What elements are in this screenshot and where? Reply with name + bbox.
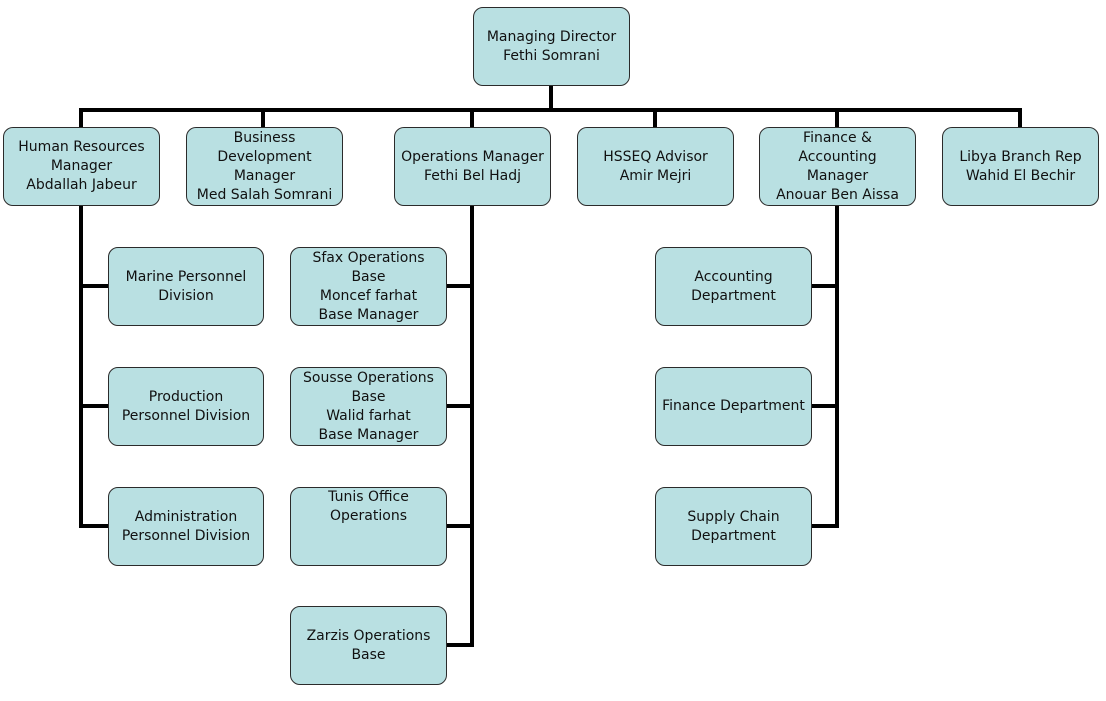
- node-libya-branch-rep: Libya Branch Rep Wahid El Bechir: [942, 127, 1099, 206]
- node-accounting-department: Accounting Department: [655, 247, 812, 326]
- sfax-line-3: Moncef farhat: [319, 287, 418, 304]
- marine-line-1: Marine Personnel: [125, 268, 247, 285]
- finance-dept-line-1: Finance Department: [662, 398, 805, 414]
- node-sousse-operations-base: Sousse Operations Base Walid farhat Base…: [290, 367, 447, 446]
- bd-line-2: Development: [217, 148, 312, 165]
- node-human-resources-manager: Human Resources Manager Abdallah Jabeur: [3, 127, 160, 206]
- tunis-line-1: Tunis Office: [328, 489, 409, 505]
- libya-line-2: Wahid El Bechir: [965, 167, 1076, 184]
- sfax-line-1: Sfax Operations: [312, 249, 425, 266]
- node-production-personnel-division: Production Personnel Division: [108, 367, 264, 446]
- ops-line-2: Fethi Bel Hadj: [423, 167, 522, 184]
- admin-line-1: Administration: [134, 508, 238, 525]
- supply-line-2: Department: [691, 527, 776, 544]
- fin-line-1: Finance &: [803, 129, 872, 146]
- libya-line-1: Libya Branch Rep: [959, 148, 1082, 165]
- zarzis-line-2: Base: [351, 646, 386, 663]
- node-finance-accounting-manager: Finance & Accounting Manager Anouar Ben …: [759, 127, 916, 206]
- bd-line-1: Business: [233, 129, 296, 146]
- hr-line-2: Manager: [50, 158, 113, 174]
- sousse-line-3: Walid farhat: [326, 407, 411, 424]
- node-zarzis-operations-base: Zarzis Operations Base: [290, 606, 447, 685]
- node-managing-director: Managing Director Fethi Somrani: [473, 7, 630, 86]
- md-person: Fethi Somrani: [503, 47, 600, 64]
- fin-line-4: Anouar Ben Aissa: [776, 186, 899, 203]
- sousse-line-4: Base Manager: [318, 426, 419, 443]
- node-finance-department: Finance Department: [655, 367, 812, 446]
- bd-line-4: Med Salah Somrani: [196, 186, 333, 203]
- ops-line-1: Operations Manager: [401, 148, 544, 165]
- supply-line-1: Supply Chain: [687, 508, 780, 525]
- marine-line-2: Division: [158, 287, 214, 304]
- node-administration-personnel-division: Administration Personnel Division: [108, 487, 264, 566]
- node-operations-manager: Operations Manager Fethi Bel Hadj: [394, 127, 551, 206]
- hr-line-1: Human Resources: [18, 139, 145, 155]
- hsseq-line-2: Amir Mejri: [619, 167, 692, 184]
- fin-line-3: Manager: [806, 167, 869, 184]
- bd-line-3: Manager: [233, 167, 296, 184]
- tunis-line-2: Operations: [330, 508, 407, 524]
- md-title: Managing Director: [486, 28, 617, 45]
- hr-line-3: Abdallah Jabeur: [26, 177, 137, 193]
- admin-line-2: Personnel Division: [121, 527, 251, 544]
- sousse-line-1: Sousse Operations: [303, 369, 434, 386]
- node-sfax-operations-base: Sfax Operations Base Moncef farhat Base …: [290, 247, 447, 326]
- production-line-2: Personnel Division: [121, 407, 251, 424]
- zarzis-line-1: Zarzis Operations: [306, 627, 431, 644]
- hsseq-line-1: HSSEQ Advisor: [603, 148, 708, 165]
- node-supply-chain-department: Supply Chain Department: [655, 487, 812, 566]
- accounting-line-1: Accounting: [694, 268, 773, 285]
- sfax-line-2: Base: [351, 268, 386, 285]
- sousse-line-2: Base: [351, 388, 386, 405]
- node-marine-personnel-division: Marine Personnel Division: [108, 247, 264, 326]
- accounting-line-2: Department: [691, 287, 776, 304]
- node-tunis-office-operations: Tunis Office Operations: [290, 487, 447, 566]
- fin-line-2: Accounting: [798, 148, 877, 165]
- sfax-line-4: Base Manager: [318, 306, 419, 323]
- node-business-development-manager: Business Development Manager Med Salah S…: [186, 127, 343, 206]
- production-line-1: Production: [148, 388, 224, 405]
- node-hsseq-advisor: HSSEQ Advisor Amir Mejri: [577, 127, 734, 206]
